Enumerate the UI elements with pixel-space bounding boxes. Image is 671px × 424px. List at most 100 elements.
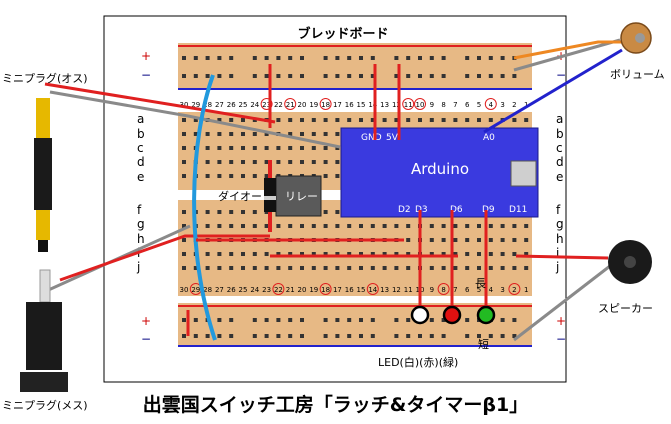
hole	[205, 224, 210, 228]
rail-hole	[359, 74, 363, 78]
hole	[323, 132, 328, 136]
hole	[524, 266, 529, 270]
rail-hole	[500, 74, 505, 78]
rail-hole	[335, 334, 340, 338]
rail-hole	[347, 74, 352, 78]
hole	[524, 238, 529, 242]
hole	[453, 224, 458, 228]
row-label: j	[136, 260, 140, 274]
hole	[406, 266, 411, 270]
column-top-circle	[484, 98, 497, 110]
rail-hole	[217, 56, 222, 60]
hole	[335, 252, 340, 256]
hole	[182, 174, 186, 178]
hole	[512, 252, 517, 256]
rail-hole	[370, 334, 375, 338]
rail-hole	[441, 334, 446, 338]
hole	[429, 224, 434, 228]
rail-hole	[418, 74, 422, 78]
rail-hole	[276, 74, 281, 78]
rail-hole	[500, 334, 505, 338]
hole	[323, 252, 328, 256]
hole	[370, 118, 375, 122]
led-white	[410, 305, 430, 325]
hole	[465, 266, 470, 270]
rail-minus-top-label: −	[141, 68, 151, 82]
column-top-number: 6	[465, 101, 470, 109]
rail-hole	[370, 74, 375, 78]
column-top-number: 16	[345, 101, 354, 109]
row-label: b	[556, 127, 564, 141]
column-bottom-number: 4	[489, 286, 494, 294]
wire-red-speaker	[515, 254, 609, 260]
rail-hole	[229, 56, 234, 60]
rail-hole	[477, 56, 481, 60]
rail-hole	[252, 56, 257, 60]
rail-hole	[512, 74, 517, 78]
speaker-label: スピーカー	[598, 302, 653, 315]
rail-hole	[465, 334, 470, 338]
rail-hole	[347, 318, 352, 322]
hole	[406, 224, 411, 228]
arduino-pin-d2: D2	[398, 205, 411, 215]
led-green	[476, 305, 496, 325]
led-label: LED(白)(赤)(緑)	[378, 355, 458, 369]
hole	[441, 238, 446, 242]
hole	[453, 266, 458, 270]
hole	[323, 118, 328, 122]
rail-hole	[465, 56, 470, 60]
rail-hole	[276, 318, 281, 322]
volume-knob	[620, 22, 652, 54]
column-bottom-number: 28	[203, 286, 212, 294]
hole	[264, 132, 269, 136]
hole	[241, 160, 245, 164]
rail-hole	[288, 318, 293, 322]
hole	[382, 252, 387, 256]
column-bottom-number: 8	[441, 286, 445, 294]
hole	[252, 146, 257, 150]
led-long-label: 長	[475, 277, 486, 290]
rail-hole	[323, 318, 328, 322]
column-bottom-number: 11	[404, 286, 413, 294]
hole	[229, 174, 234, 178]
column-top-number: 19	[309, 101, 318, 109]
column-top-number: 14	[368, 101, 377, 109]
hole	[182, 266, 186, 270]
row-label: c	[556, 141, 563, 155]
column-bottom-circle	[366, 283, 379, 295]
hole	[217, 160, 222, 164]
hole	[276, 224, 281, 228]
column-bottom-number: 3	[500, 286, 504, 294]
diode-band	[264, 196, 276, 200]
top-rail-strip	[178, 43, 532, 90]
rail-hole	[276, 56, 281, 60]
column-bottom-number: 14	[368, 286, 377, 294]
plug-female-pins	[39, 269, 51, 303]
hole	[323, 224, 328, 228]
rail-hole	[182, 334, 186, 338]
rail-hole	[300, 74, 304, 78]
rail-hole	[418, 56, 422, 60]
column-top-number: 21	[286, 101, 295, 109]
row-label: j	[555, 260, 559, 274]
hole	[264, 174, 269, 178]
column-bottom-number: 19	[309, 286, 318, 294]
wire-gray-volume	[513, 38, 621, 72]
hole	[205, 132, 210, 136]
column-top-number: 27	[215, 101, 224, 109]
hole	[182, 132, 186, 136]
column-top-number: 9	[430, 101, 434, 109]
column-bottom-number: 5	[477, 286, 481, 294]
hole	[512, 266, 517, 270]
hole	[217, 146, 222, 150]
hole	[382, 224, 387, 228]
row-label: e	[137, 170, 144, 184]
hole	[311, 146, 316, 150]
column-bottom-number: 18	[321, 286, 330, 294]
rail-hole	[335, 56, 340, 60]
hole	[453, 238, 458, 242]
hole	[205, 174, 210, 178]
diagram-caption: 出雲国スイッチ工房「ラッチ&タイマーβ1」	[142, 394, 529, 416]
